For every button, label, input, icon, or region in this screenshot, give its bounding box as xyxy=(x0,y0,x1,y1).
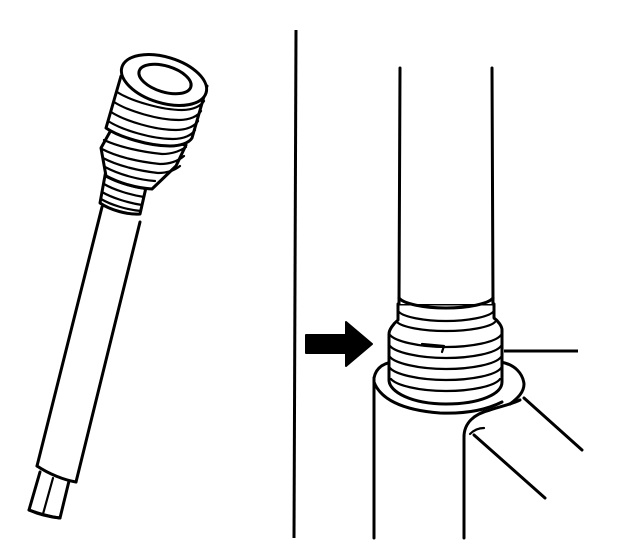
panel-divider xyxy=(292,29,298,539)
tool-drawing xyxy=(27,53,209,520)
frame-drawing xyxy=(372,66,584,540)
arrow-right-icon xyxy=(305,321,373,367)
upper-tube xyxy=(397,66,495,310)
tool-shaft xyxy=(35,205,142,484)
frame-lug xyxy=(372,360,526,540)
frame-branch-tube xyxy=(462,396,584,540)
tool-socket-head xyxy=(104,53,209,148)
thread-section xyxy=(387,302,504,406)
tool-bit-tip xyxy=(27,470,71,520)
